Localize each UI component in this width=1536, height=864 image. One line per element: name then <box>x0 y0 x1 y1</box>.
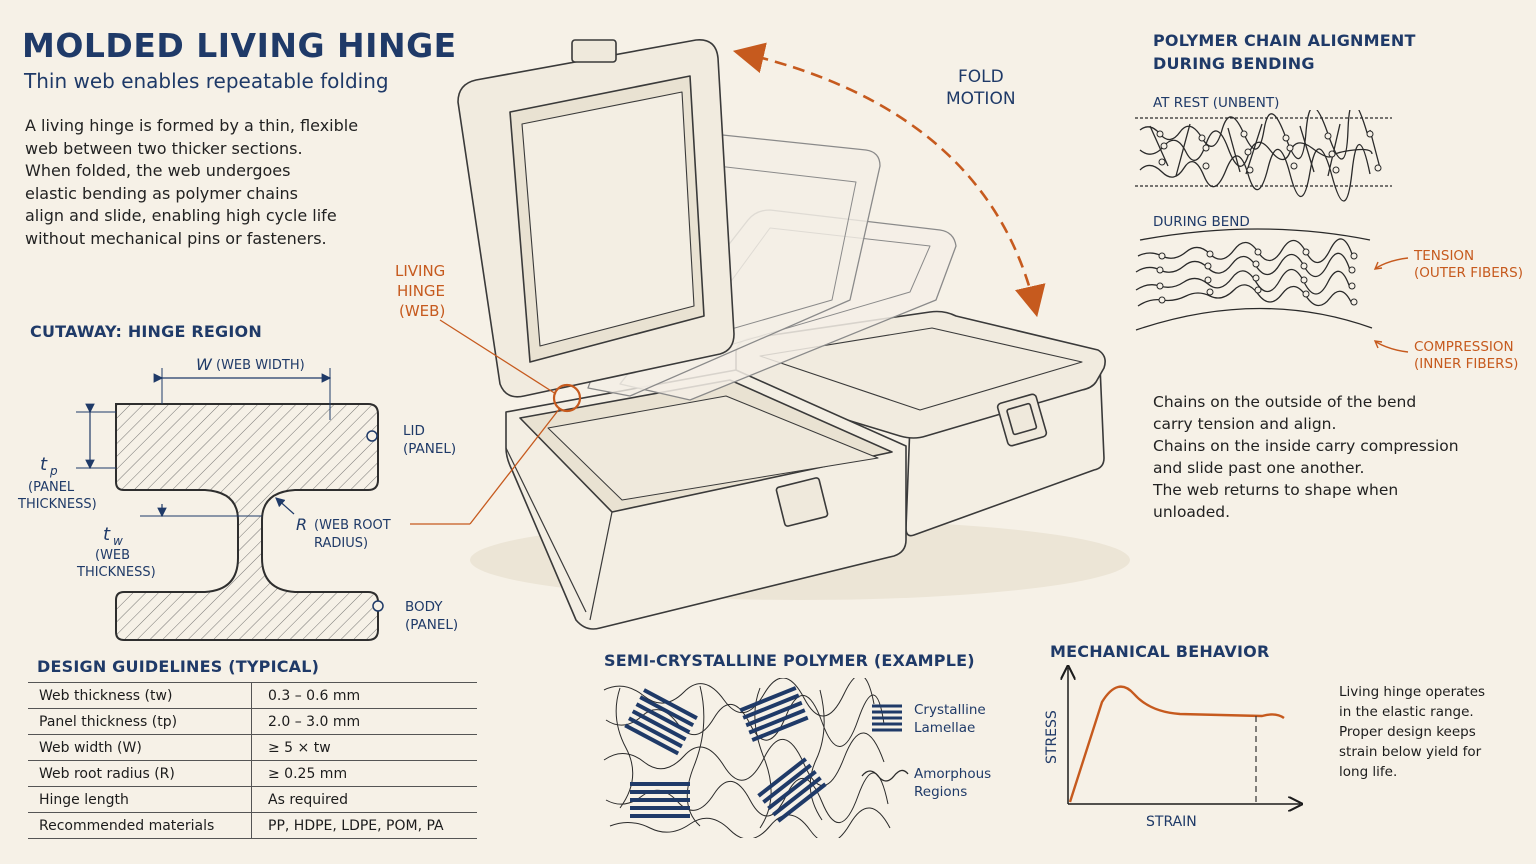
page-subtitle: Thin web enables repeatable folding <box>24 69 389 93</box>
tw-label: (WEB <box>95 548 130 563</box>
r-symbol: R <box>296 515 307 534</box>
note-line: Chains on the outside of the bend <box>1153 393 1417 411</box>
intro-line: align and slide, enabling high cycle lif… <box>25 206 337 225</box>
chain-diagram <box>1135 110 1409 353</box>
body-label: BODY <box>405 599 443 615</box>
tw-symbol: t <box>103 524 111 545</box>
lid-label: LID <box>403 423 425 439</box>
table-cell: Recommended materials <box>28 812 252 839</box>
alignment-heading-line: POLYMER CHAIN ALIGNMENT <box>1153 31 1416 50</box>
compression-label-line: COMPRESSION <box>1414 339 1514 355</box>
table-cell: As required <box>251 786 477 813</box>
compression-label-line: (INNER FIBERS) <box>1414 356 1519 372</box>
latch-icon <box>996 393 1048 447</box>
cutaway-heading: CUTAWAY: HINGE REGION <box>30 322 262 341</box>
note-line: Proper design keeps <box>1339 724 1476 740</box>
legend-crystal: Lamellae <box>914 720 975 736</box>
hinge-label: (WEB) <box>399 302 445 320</box>
guidelines-table: Web thickness (tw)0.3 – 0.6 mm Panel thi… <box>28 682 477 839</box>
fold-label: FOLD <box>958 67 1004 87</box>
intro-line: A living hinge is formed by a thin, flex… <box>25 116 359 135</box>
table-cell: Web root radius (R) <box>28 760 252 787</box>
table-cell: PP, HDPE, LDPE, POM, PA <box>251 812 477 839</box>
tp-label: THICKNESS) <box>17 497 97 512</box>
table-cell: 0.3 – 0.6 mm <box>251 682 477 709</box>
crystal-legend-icon <box>872 704 902 732</box>
note-line: strain below yield for <box>1339 744 1482 760</box>
w-label: (WEB WIDTH) <box>216 358 305 373</box>
table-cell: Web thickness (tw) <box>28 682 252 709</box>
tp-subscript: p <box>49 464 58 478</box>
lid-marker <box>366 430 378 442</box>
body-label: (PANEL) <box>405 617 458 633</box>
note-line: in the elastic range. <box>1339 704 1474 720</box>
y-axis-label: STRESS <box>1044 710 1060 764</box>
legend-crystal: Crystalline <box>914 702 986 718</box>
tension-label-line: (OUTER FIBERS) <box>1414 265 1523 281</box>
table-cell: Panel thickness (tp) <box>28 708 252 735</box>
during-bend-label: DURING BEND <box>1153 214 1250 230</box>
guidelines-heading: DESIGN GUIDELINES (TYPICAL) <box>37 657 320 676</box>
r-label: (WEB ROOT <box>314 518 391 533</box>
mechanical-heading: MECHANICAL BEHAVIOR <box>1050 642 1270 661</box>
w-symbol: W <box>196 355 213 374</box>
hinge-highlight <box>552 383 582 413</box>
lid-tab <box>571 39 617 63</box>
r-label: RADIUS) <box>314 536 368 551</box>
table-row: Web thickness (tw)0.3 – 0.6 mm <box>28 682 477 709</box>
tp-label: (PANEL <box>28 480 75 495</box>
page-title: MOLDED LIVING HINGE <box>22 26 457 65</box>
fold-label: MOTION <box>946 89 1016 109</box>
table-cell: Hinge length <box>28 786 252 813</box>
stress-strain-curve <box>1068 685 1285 803</box>
tension-label-line: TENSION <box>1414 248 1475 264</box>
tw-subscript: w <box>113 534 123 548</box>
hinge-label: HINGE <box>397 282 445 300</box>
note-line: The web returns to shape when <box>1153 481 1399 499</box>
polymer-heading: SEMI-CRYSTALLINE POLYMER (EXAMPLE) <box>604 651 975 670</box>
intro-line: web between two thicker sections. <box>25 138 303 158</box>
hinge-label: LIVING <box>395 262 445 280</box>
table-cell: ≥ 5 × tw <box>251 734 477 761</box>
note-line: carry tension and align. <box>1153 415 1337 433</box>
at-rest-label: AT REST (UNBENT) <box>1153 95 1280 111</box>
intro-line: elastic bending as polymer chains <box>25 183 298 203</box>
note-line: Living hinge operates <box>1339 684 1486 700</box>
lid-label: (PANEL) <box>403 441 456 457</box>
cutaway-diagram: W (WEB WIDTH) t p (PANEL THICKNESS) t w … <box>17 355 470 641</box>
table-cell: 2.0 – 3.0 mm <box>251 708 477 735</box>
intro-line: When folded, the web undergoes <box>25 161 291 180</box>
table-row: Panel thickness (tp)2.0 – 3.0 mm <box>28 708 477 735</box>
fold-motion-arrow <box>732 42 1046 318</box>
amorphous-legend-icon <box>861 769 909 782</box>
polymer-diagram: Crystalline Lamellae Amorphous Regions <box>603 678 991 838</box>
table-cell: Web width (W) <box>28 734 252 761</box>
note-line: Chains on the inside carry compression <box>1153 437 1459 455</box>
stress-strain-chart: STRESS STRAIN <box>1044 660 1320 830</box>
compression-label: COMPRESSION (INNER FIBERS) <box>1414 339 1518 373</box>
tw-label: THICKNESS) <box>76 565 156 580</box>
note-line: long life. <box>1339 764 1398 780</box>
legend-amorph: Regions <box>914 784 967 800</box>
intro-paragraph: A living hinge is formed by a thin, flex… <box>25 115 359 250</box>
note-line: and slide past one another. <box>1153 459 1365 477</box>
legend-amorph: Amorphous <box>914 766 991 782</box>
intro-line: without mechanical pins or fasteners. <box>25 228 327 248</box>
table-cell: ≥ 0.25 mm <box>251 760 477 787</box>
tension-label: TENSION (OUTER FIBERS) <box>1414 248 1523 282</box>
note-line: unloaded. <box>1153 503 1231 521</box>
box-illustration: FOLD MOTION LIVING HINGE (WEB) <box>395 39 1130 630</box>
alignment-heading-line: DURING BENDING <box>1153 54 1315 73</box>
mechanical-notes: Living hinge operates in the elastic ran… <box>1339 682 1485 782</box>
body-marker <box>372 600 384 612</box>
tp-symbol: t <box>40 454 48 475</box>
alignment-notes: Chains on the outside of the bend carry … <box>1153 391 1459 523</box>
alignment-heading: POLYMER CHAIN ALIGNMENT DURING BENDING <box>1153 29 1416 75</box>
x-axis-label: STRAIN <box>1146 814 1197 830</box>
table-row: Web root radius (R)≥ 0.25 mm <box>28 760 477 787</box>
table-row: Web width (W)≥ 5 × tw <box>28 734 477 761</box>
